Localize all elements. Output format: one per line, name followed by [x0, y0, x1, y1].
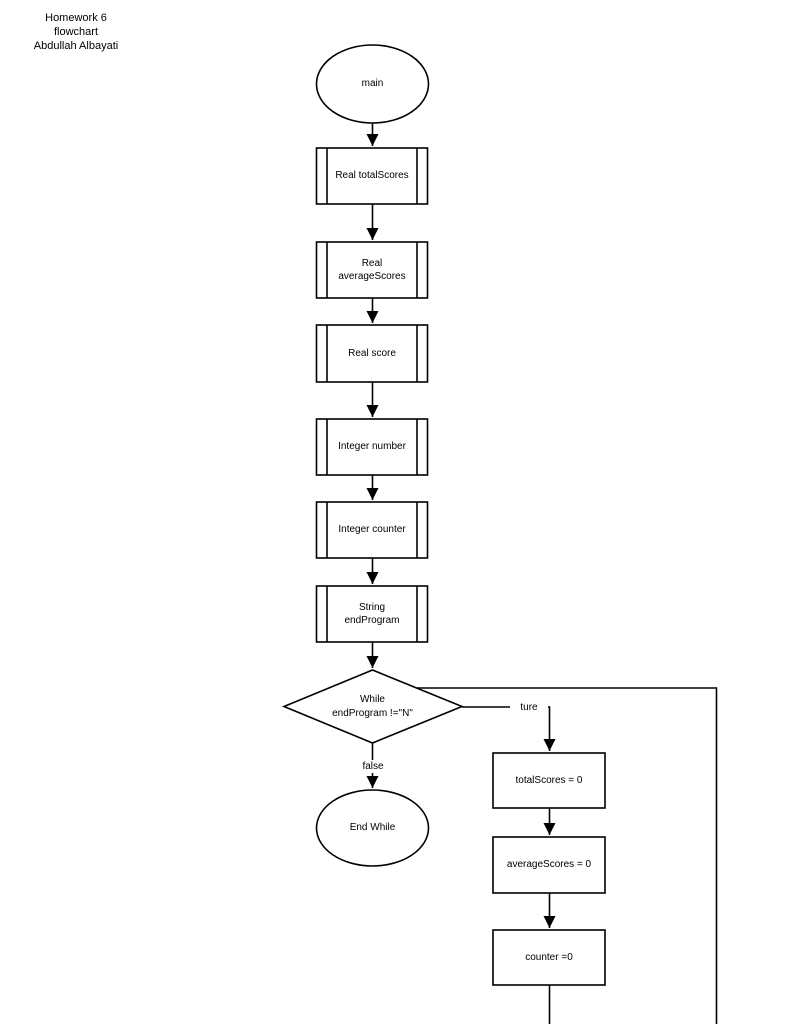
- declaration-box-counter: [315, 501, 429, 559]
- end-while-terminal-shape: [315, 789, 430, 867]
- edge-loop-return: [417, 687, 718, 1024]
- assign-box-average-scores: [492, 836, 606, 894]
- declaration-box-score: [315, 324, 429, 383]
- edge-true-branch: [462, 706, 556, 751]
- declaration-box-average-scores: [315, 241, 429, 299]
- start-terminal-shape: [315, 44, 430, 124]
- declaration-box-total-scores: [315, 147, 429, 205]
- while-decision-shape: [281, 669, 465, 744]
- assign-box-counter: [492, 929, 606, 986]
- declaration-box-number: [315, 418, 429, 476]
- assign-box-total-scores: [492, 752, 606, 809]
- declaration-box-end-program: [315, 585, 429, 643]
